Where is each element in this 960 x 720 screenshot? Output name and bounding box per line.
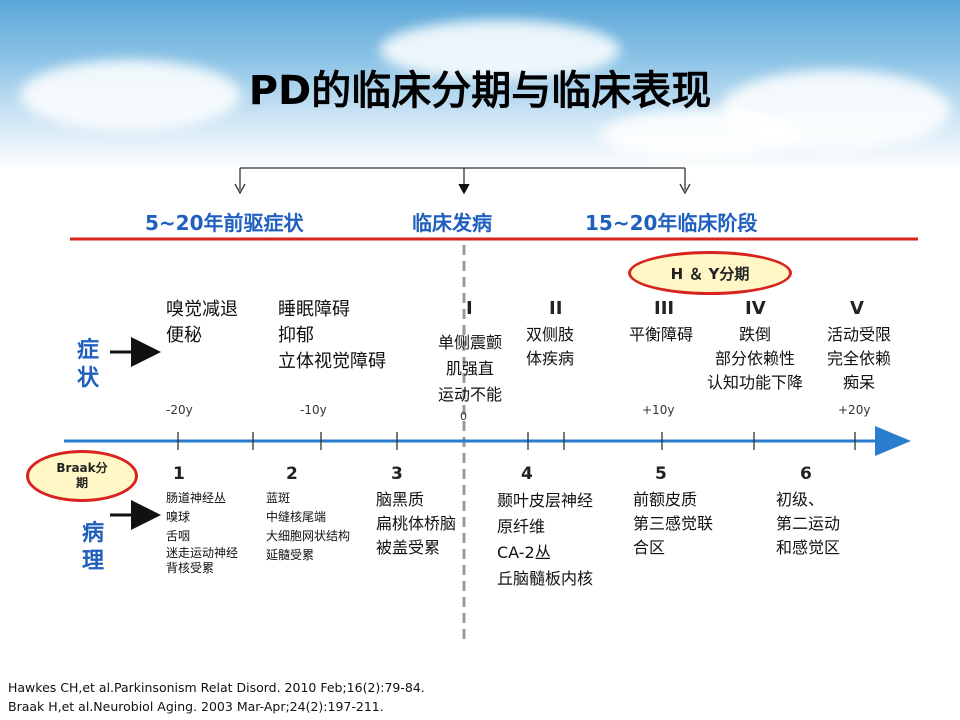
braak-stage-number: 4 <box>521 464 533 484</box>
hy-stage-numeral: III <box>654 298 675 319</box>
hy-stage-text: 平衡障碍 <box>629 325 694 344</box>
braak-stage-number: 5 <box>655 464 667 484</box>
phase-clinical-label: 15~20年临床阶段 <box>585 211 758 235</box>
time-tick-label: 0 <box>460 410 467 423</box>
hy-stage-text: 跌倒 部分依赖性 认知功能下降 <box>706 325 803 392</box>
hy-stage-text: 活动受限 完全依赖 痴呆 <box>826 325 891 392</box>
hy-stage-numeral: I <box>466 298 473 319</box>
prodromal-symptoms-group1: 嗅觉减退 便秘 <box>166 299 238 346</box>
braak-stage-number: 3 <box>391 464 403 484</box>
symptoms-side-label: 症 状 <box>76 338 99 391</box>
hy-stage-numeral: V <box>850 298 864 319</box>
braak-stage-text: 颞叶皮层神经 原纤维 CA-2丛 丘脑髓板内核 <box>497 491 594 588</box>
braak-staging-oval: Braak分 期 <box>26 450 138 502</box>
braak-stage-number: 6 <box>800 464 812 484</box>
phase-prodromal-label: 5~20年前驱症状 <box>145 211 304 235</box>
time-tick-label: -20y <box>166 403 193 417</box>
braak-staging-label: Braak分 <box>56 461 108 475</box>
page-title: PD的临床分期与临床表现 <box>248 68 712 114</box>
references: Hawkes CH,et al.Parkinsonism Relat Disor… <box>8 678 425 716</box>
braak-stage-text: 肠道神经丛 嗅球 舌咽 迷走运动神经 背核受累 <box>166 491 239 575</box>
time-tick-label: -10y <box>300 403 327 417</box>
braak-stage-text: 脑黑质 扁桃体桥脑 被盖受累 <box>376 490 457 557</box>
hy-stage-text: 双侧肢 体疾病 <box>526 325 575 368</box>
braak-stage-number: 1 <box>173 464 185 484</box>
pathology-side-label: 病 理 <box>81 521 104 574</box>
braak-stage-text: 前额皮质 第三感觉联 合区 <box>633 490 714 557</box>
braak-stage-number: 2 <box>286 464 298 484</box>
braak-stage-text: 初级、 第二运动 和感觉区 <box>776 490 841 557</box>
time-tick-label: +20y <box>838 403 871 417</box>
braak-stage-text: 蓝斑 中缝核尾端 大细胞网状结构 延髓受累 <box>266 491 351 562</box>
cloud-decoration <box>600 110 800 160</box>
phase-onset-label: 临床发病 <box>412 211 492 235</box>
cloud-decoration <box>380 20 620 80</box>
time-tick-label: +10y <box>642 403 675 417</box>
reference-item: Hawkes CH,et al.Parkinsonism Relat Disor… <box>8 680 425 695</box>
reference-item: Braak H,et al.Neurobiol Aging. 2003 Mar-… <box>8 699 384 714</box>
cloud-decoration <box>20 60 240 130</box>
hy-stage-numeral: IV <box>745 298 766 319</box>
hy-stage-numeral: II <box>549 298 563 319</box>
phase-bracket <box>234 167 691 195</box>
prodromal-symptoms-group2: 睡眠障碍 抑郁 立体视觉障碍 <box>278 299 386 372</box>
axis-ticks <box>177 432 856 450</box>
hy-stage-text: 单侧震颤 肌强直 运动不能 <box>437 333 502 404</box>
hy-staging-label: H ＆ Y分期 <box>670 264 750 283</box>
hy-staging-oval: H ＆ Y分期 <box>628 251 792 295</box>
